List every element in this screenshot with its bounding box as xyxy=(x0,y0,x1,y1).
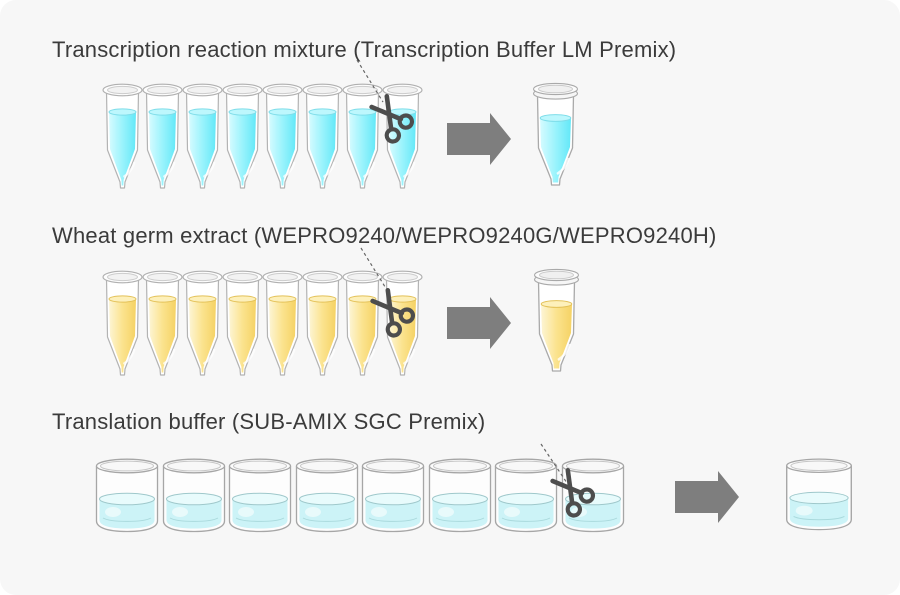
buffer-cup xyxy=(93,455,161,537)
cut-dashed-line xyxy=(360,247,388,291)
row2-title: Wheat germ extract (WEPRO9240/WEPRO9240G… xyxy=(52,223,717,248)
microtube-cyan xyxy=(102,82,143,192)
arrow-right-icon xyxy=(447,112,512,166)
row3-title: Translation buffer (SUB-AMIX SGC Premix) xyxy=(52,409,486,434)
single-microtube-cyan xyxy=(532,82,579,191)
microtube-cyan xyxy=(222,82,263,192)
arrow-right-icon xyxy=(675,470,740,524)
cut-dashed-line xyxy=(540,443,568,484)
buffer-cup xyxy=(293,455,361,537)
microtube-cyan xyxy=(302,82,343,192)
single-microtube-yellow xyxy=(533,268,580,377)
buffer-cup xyxy=(160,455,228,537)
microtube-yellow xyxy=(302,269,343,379)
microtube-yellow xyxy=(182,269,223,379)
microtube-cyan xyxy=(182,82,223,192)
microtube-cyan xyxy=(262,82,303,192)
cut-dashed-line xyxy=(356,59,384,103)
row1-title: Transcription reaction mixture (Transcri… xyxy=(52,37,677,62)
buffer-cup xyxy=(226,455,294,537)
microtube-cyan xyxy=(142,82,183,192)
arrow-right-icon xyxy=(447,296,512,350)
buffer-cup xyxy=(359,455,427,537)
single-buffer-cup xyxy=(783,455,855,535)
buffer-cup xyxy=(426,455,494,537)
microtube-yellow xyxy=(262,269,303,379)
microtube-yellow xyxy=(222,269,263,379)
microtube-yellow xyxy=(102,269,143,379)
microtube-yellow xyxy=(142,269,183,379)
